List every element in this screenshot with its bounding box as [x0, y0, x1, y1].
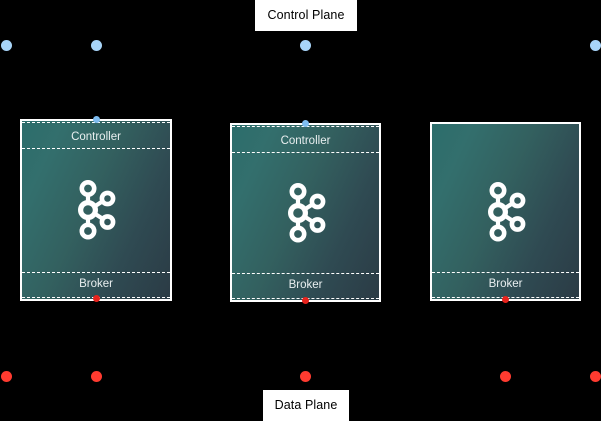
controller-top-divider [232, 126, 379, 127]
broker-top-divider [22, 272, 170, 273]
broker-top-divider [232, 273, 379, 274]
data-plane-endpoint-dot-2[interactable] [90, 370, 102, 382]
broker-top-divider [432, 272, 579, 273]
data-plane-label: Data Plane [263, 390, 349, 421]
control-plane-endpoint-dot-2[interactable] [90, 39, 102, 51]
broker-section-label: Broker [288, 278, 323, 291]
data-plane-endpoint-dot-1[interactable] [0, 370, 12, 382]
kafka-node-2-control-plane-connector-dot[interactable] [301, 119, 309, 127]
data-plane-endpoint-dot-5[interactable] [589, 370, 601, 382]
controller-section-label: Controller [71, 131, 121, 143]
kafka-node-body: Broker [432, 124, 579, 299]
data-plane-endpoint-dot-3[interactable] [299, 370, 311, 382]
broker-section-label: Broker [79, 277, 113, 290]
control-plane-label: Control Plane [255, 0, 357, 31]
data-plane-endpoint-dot-4[interactable] [499, 370, 511, 382]
controller-top-divider [22, 122, 170, 123]
broker-section-label: Broker [488, 277, 523, 290]
kafka-logo-icon [282, 182, 330, 244]
kafka-logo-icon [482, 181, 530, 243]
control-plane-endpoint-dot-4[interactable] [589, 39, 601, 51]
kafka-node-3[interactable]: Broker [430, 122, 581, 301]
controller-bottom-divider [232, 152, 379, 153]
control-plane-endpoint-dot-1[interactable] [0, 39, 12, 51]
control-plane-endpoint-dot-3[interactable] [299, 39, 311, 51]
kafka-node-3-data-plane-connector-dot[interactable] [501, 295, 509, 303]
kafka-logo-icon [72, 179, 120, 241]
controller-bottom-divider [22, 148, 170, 149]
kafka-node-1-data-plane-connector-dot[interactable] [92, 294, 100, 302]
kafka-node-2-data-plane-connector-dot[interactable] [301, 296, 309, 304]
kafka-node-1-control-plane-connector-dot[interactable] [92, 115, 100, 123]
controller-section-label: Controller [280, 135, 331, 147]
